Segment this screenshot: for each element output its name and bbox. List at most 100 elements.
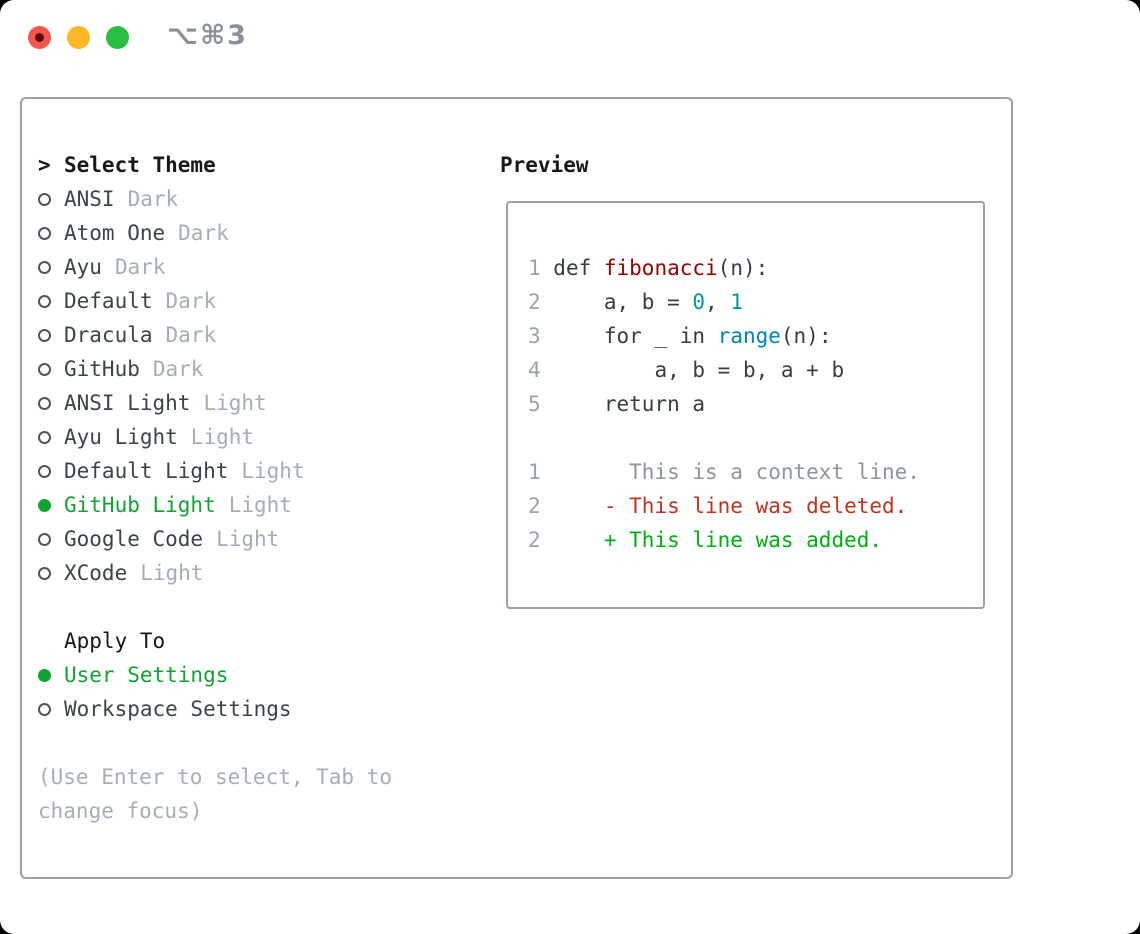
radio-icon [38, 464, 51, 478]
theme-list-item[interactable]: Google Code Light [38, 522, 305, 556]
theme-list-item[interactable]: Ayu Light Light [38, 420, 305, 454]
help-text: (Use Enter to select, Tab to change focu… [38, 765, 393, 823]
option-label: Ayu Light [64, 425, 178, 449]
option-tag: Light [140, 561, 204, 585]
theme-list-item[interactable]: Atom One Dark [38, 216, 305, 250]
apply-to-option[interactable]: User Settings [38, 658, 292, 692]
option-tag: Dark [152, 357, 204, 381]
radio-marker [38, 498, 64, 512]
option-tag: Light [190, 425, 255, 449]
option-label: User Settings [64, 663, 229, 687]
code-line: 1 def fibonacci(n): [528, 251, 920, 285]
radio-marker [38, 260, 64, 274]
theme-list-title: Select Theme [64, 153, 216, 177]
code-segment: 0 [692, 290, 706, 314]
code-segment: fibonacci [603, 256, 718, 280]
radio-selected-icon [38, 668, 51, 682]
line-number: 1 [528, 256, 541, 280]
apply-to-title: Apply To [64, 629, 166, 653]
line-number: 3 [528, 324, 541, 348]
radio-icon [38, 362, 51, 376]
code-segment: 1 [730, 290, 743, 314]
option-tag: Light [203, 391, 267, 415]
theme-list-item[interactable]: GitHub Dark [38, 352, 305, 386]
code-segment: range [717, 324, 781, 348]
close-button[interactable] [28, 26, 51, 49]
diff-block: 1 This is a context line.2 - This line w… [528, 455, 920, 557]
line-number: 2 [528, 528, 541, 552]
option-tag: Light [216, 527, 280, 551]
theme-list-item[interactable]: ANSI Light Light [38, 386, 305, 420]
code-line: 5 return a [528, 387, 920, 421]
minimize-button[interactable] [67, 26, 90, 49]
radio-marker [38, 294, 64, 308]
apply-to-header: Apply To [38, 624, 292, 658]
radio-marker [38, 464, 64, 478]
code-line: 2 + This line was added. [528, 523, 920, 557]
radio-icon [38, 566, 51, 580]
radio-marker [38, 362, 64, 376]
code-segment: , [705, 290, 731, 314]
radio-marker [38, 226, 64, 240]
option-tag: Light [228, 493, 292, 517]
radio-selected-icon [38, 498, 51, 512]
radio-marker [38, 396, 64, 410]
option-tag: Dark [178, 221, 229, 245]
option-label: Google Code [64, 527, 204, 551]
titlebar: ⌥⌘3 [0, 0, 1140, 76]
option-label: ANSI [64, 187, 115, 211]
radio-marker [38, 668, 64, 682]
line-number: 2 [528, 494, 541, 518]
option-label: GitHub [64, 357, 140, 381]
theme-list-item[interactable]: ANSI Dark [38, 182, 305, 216]
option-label: ANSI Light [64, 391, 191, 415]
option-tag: Dark [114, 255, 166, 279]
radio-marker [38, 532, 64, 546]
code-segment: def [540, 256, 604, 280]
radio-icon [38, 294, 51, 308]
option-label: Ayu [64, 255, 102, 279]
line-number: 4 [528, 358, 541, 382]
option-tag: Dark [165, 323, 217, 347]
code-segment: return a [540, 392, 706, 416]
selection-caret-icon: > [38, 153, 51, 177]
code-line: 4 a, b = b, a + b [528, 353, 920, 387]
preview-title: Preview [500, 153, 589, 177]
radio-icon [38, 192, 51, 206]
option-label: Atom One [64, 221, 166, 245]
radio-marker [38, 566, 64, 580]
radio-marker [38, 702, 64, 716]
option-tag: Dark [127, 187, 179, 211]
apply-to-option[interactable]: Workspace Settings [38, 692, 292, 726]
option-label: Workspace Settings [64, 697, 292, 721]
theme-list-item[interactable]: GitHub Light Light [38, 488, 305, 522]
code-segment: + This line was added. [540, 528, 883, 552]
radio-icon [38, 702, 51, 716]
zoom-button[interactable] [106, 26, 129, 49]
option-tag: Dark [165, 289, 217, 313]
option-label: Default [64, 289, 153, 313]
code-line: 3 for _ in range(n): [528, 319, 920, 353]
theme-list-header: > Select Theme [38, 148, 305, 182]
radio-icon [38, 328, 51, 342]
window-title: ⌥⌘3 [167, 20, 248, 51]
radio-icon [38, 260, 51, 274]
radio-marker [38, 430, 64, 444]
theme-list-item[interactable]: Ayu Dark [38, 250, 305, 284]
theme-list-item[interactable]: Default Dark [38, 284, 305, 318]
code-segment: This is a context line. [540, 460, 920, 484]
code-segment: a, b = b, a + b [540, 358, 845, 382]
option-label: GitHub Light [64, 493, 216, 517]
code-segment: (n): [780, 324, 832, 348]
